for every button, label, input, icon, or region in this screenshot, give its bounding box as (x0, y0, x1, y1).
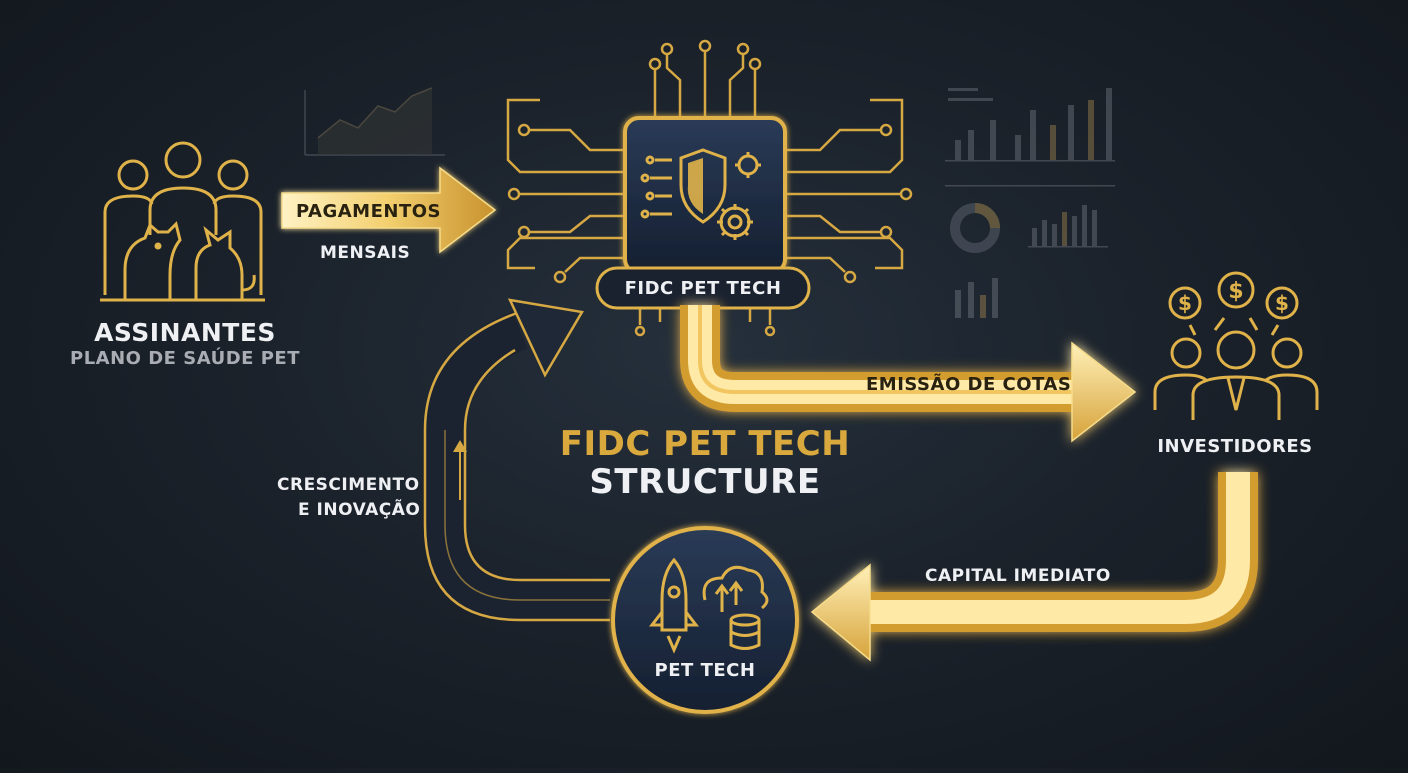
fidc-chip (623, 116, 787, 275)
growth-arrow (423, 298, 610, 622)
subscribers-subtitle: PLANO DE SAÚDE PET (70, 348, 300, 369)
payments-arrow (281, 166, 497, 254)
svg-text:$: $ (1275, 291, 1289, 315)
immediate-capital-arrow (810, 472, 1258, 662)
shield-gear-chip-icon (640, 148, 761, 240)
immediate-capital-label: CAPITAL IMEDIATO (925, 566, 1111, 586)
dollar-signs: $ $ $ (1178, 279, 1289, 315)
fidc-label: FIDC PET TECH (624, 278, 782, 299)
pettech-circle (611, 526, 799, 714)
people-with-pets-icon (100, 141, 265, 302)
background-donut-chart (950, 203, 1000, 253)
background-line-chart (304, 87, 445, 156)
growth-label-line1: CRESCIMENTO (277, 475, 420, 495)
pettech-label: PET TECH (654, 660, 756, 681)
subscribers-title: ASSINANTES (94, 318, 276, 347)
quota-issuance-label: EMISSÃO DE COTAS (866, 374, 1072, 395)
background-bar-chart-top-right (945, 88, 1115, 187)
payments-label-line2: MENSAIS (320, 243, 411, 263)
svg-text:$: $ (1228, 279, 1243, 304)
payments-label-line1: PAGAMENTOS (296, 201, 441, 222)
investors-label: INVESTIDORES (1157, 436, 1313, 457)
rocket-cloud-database-icon (648, 557, 769, 654)
center-title-line1: FIDC PET TECH (559, 424, 851, 464)
background-bar-chart-mid-right (955, 205, 1108, 318)
quota-issuance-arrow (680, 305, 1137, 443)
growth-label-line2: E INOVAÇÃO (298, 500, 421, 520)
svg-text:$: $ (1178, 291, 1192, 315)
center-title-line2: STRUCTURE (589, 462, 821, 502)
investors-dollar-icon (1153, 271, 1319, 420)
